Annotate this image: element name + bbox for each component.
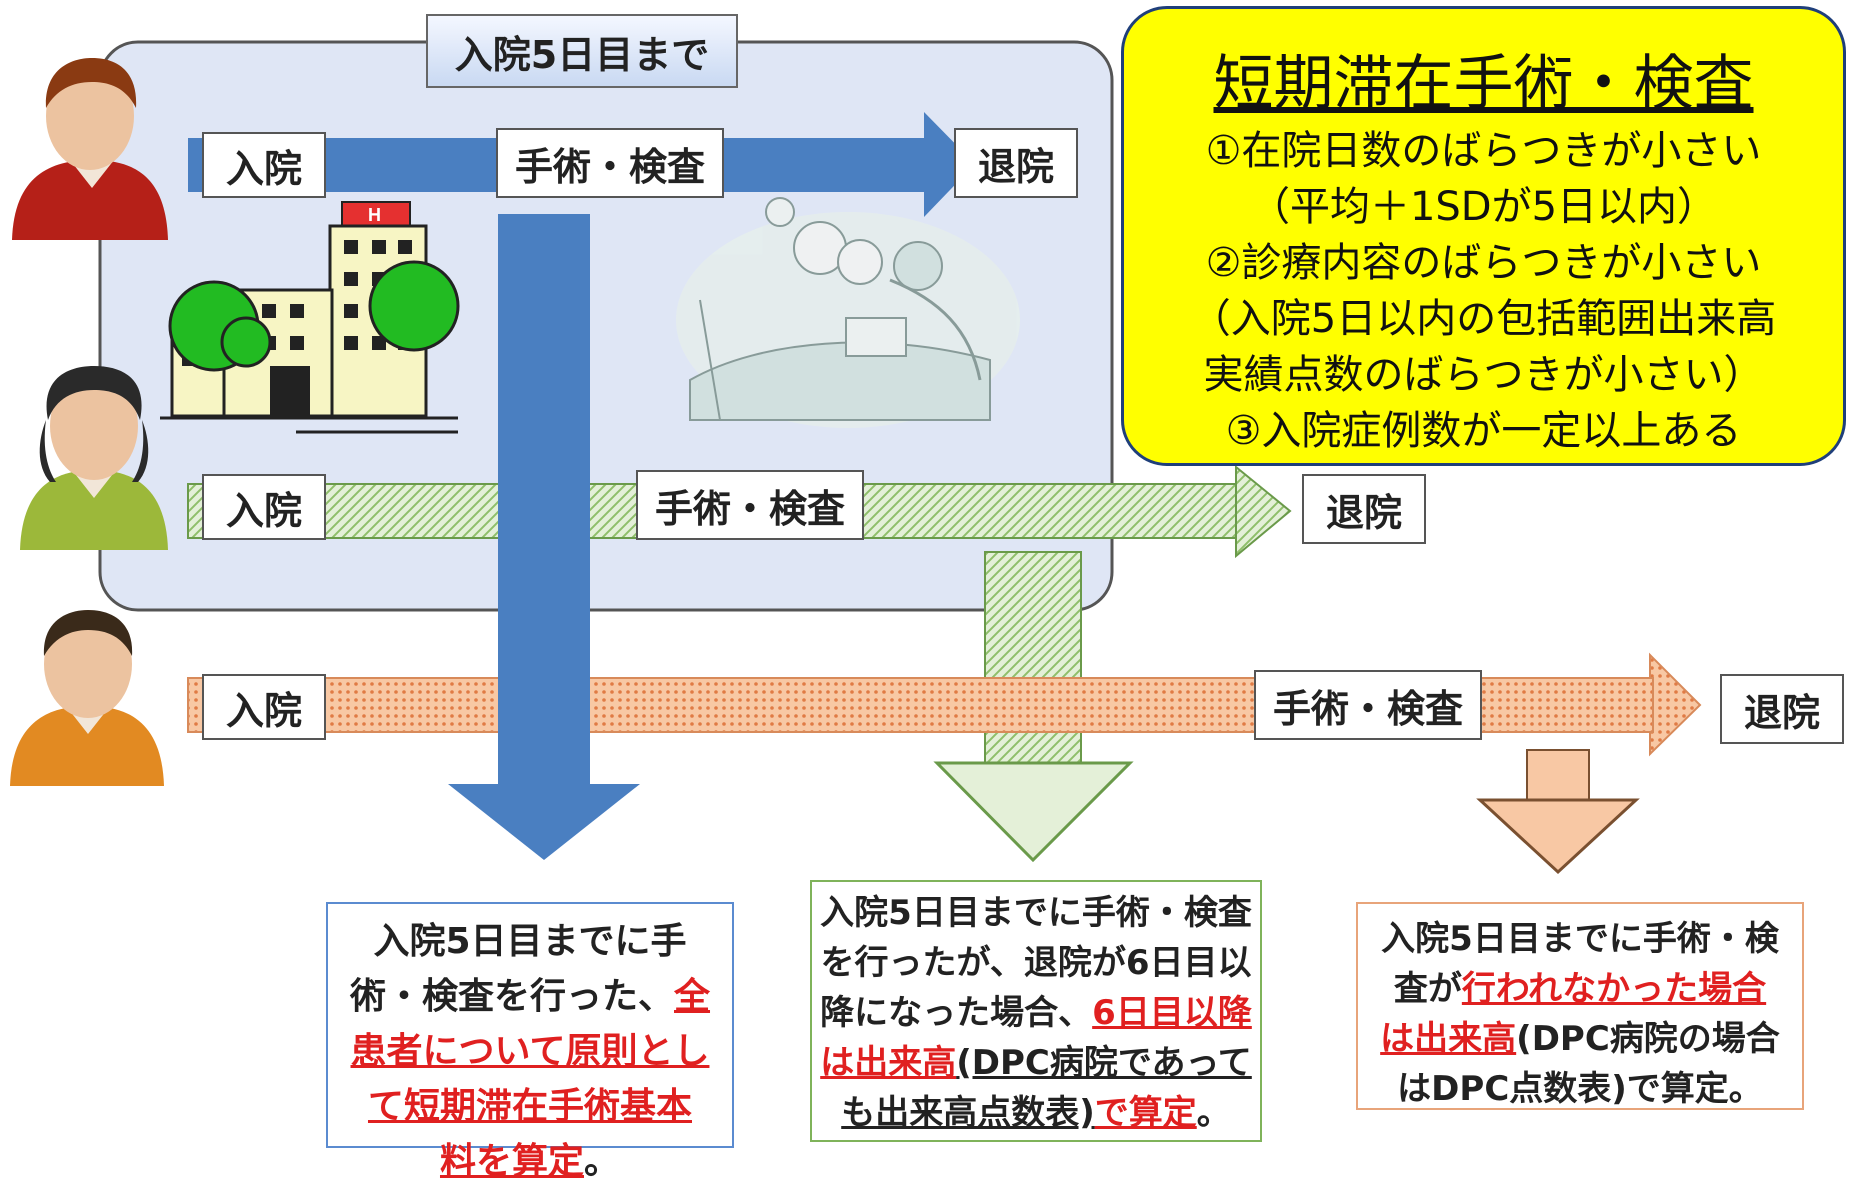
note-line: は出来高(DPC病院の場合 [1358, 1014, 1802, 1064]
criteria-line: （入院5日以内の包括範囲出来高 [1190, 296, 1777, 342]
row3-discharge-box: 退院 [1720, 674, 1844, 744]
period-label: 入院5日目まで [426, 14, 738, 88]
note-line: 術・検査を行った、全 [328, 969, 732, 1024]
note-line: は出来高(DPC病院であって [812, 1038, 1260, 1088]
note-line: て短期滞在手術基本 [328, 1079, 732, 1134]
blue-drop-arrow [498, 214, 590, 786]
note-line: 患者について原則とし [328, 1024, 732, 1079]
note-line: 入院5日目までに手 [373, 921, 687, 962]
green-drop-arrow [984, 551, 1082, 767]
criteria-callout: 短期滞在手術・検査 ①在院日数のばらつきが小さい （平均＋1SDが5日以内） ②… [1121, 6, 1846, 466]
patient-avatar-3 [10, 610, 164, 786]
note-blue: 入院5日目までに手 術・検査を行った、全 患者について原則とし て短期滞在手術基… [326, 902, 734, 1182]
note-underlined: も出来高点数表) [841, 1093, 1095, 1133]
note-highlight: 6日目以降 [1092, 993, 1252, 1033]
criteria-line: ②診療内容のばらつきが小さい [1205, 240, 1762, 286]
note-text: (DPC病院の場合 [1516, 1019, 1780, 1059]
hospital-icon: H [160, 201, 460, 434]
orange-down-arrowhead [1476, 798, 1640, 875]
note-line: はDPC点数表)で算定。 [1397, 1069, 1763, 1109]
blue-flow-arrowhead [924, 112, 975, 217]
note-line: 査が行われなかった場合 [1358, 964, 1802, 1014]
green-flow-arrowhead [1235, 464, 1292, 559]
orange-drop-arrow [1526, 749, 1590, 803]
criteria-title: 短期滞在手術・検査 [1213, 49, 1754, 119]
row3-admit-box: 入院 [202, 674, 326, 740]
note-highlight: 行われなかった場合 [1461, 969, 1767, 1009]
note-highlight: 患者について原則とし [350, 1031, 710, 1072]
note-highlight: は出来高 [820, 1043, 957, 1083]
note-line: も出来高点数表)で算定。 [812, 1088, 1260, 1138]
patient-avatar-2 [20, 366, 168, 550]
row1-admit-box: 入院 [202, 132, 326, 198]
note-line: 料を算定。 [328, 1134, 732, 1189]
criteria-line: 実績点数のばらつきが小さい） [1203, 352, 1764, 398]
criteria-line: ①在院日数のばらつきが小さい [1205, 128, 1762, 174]
note-highlight: 料を算定 [439, 1141, 584, 1182]
note-green: 入院5日目までに手術・検査 を行ったが、退院が6日目以 降になった場合、6日目以… [810, 880, 1262, 1142]
note-underlined: (DPC病院であって [956, 1043, 1252, 1083]
patient-avatar-1 [12, 58, 168, 240]
surgery-illustration [676, 197, 1020, 428]
row2-procedure-box: 手術・検査 [636, 470, 864, 540]
note-line: 入院5日目までに手術・検 [1381, 919, 1779, 959]
note-line: を行ったが、退院が6日目以 [820, 943, 1252, 983]
note-line: 降になった場合、6日目以降 [812, 988, 1260, 1038]
row2-admit-box: 入院 [202, 474, 326, 540]
note-text: 査が [1393, 969, 1462, 1009]
note-highlight: で算定 [1094, 1093, 1197, 1133]
flow-diagram: H [10, 40, 1702, 875]
note-highlight: 全 [674, 976, 711, 1017]
row1-procedure-box: 手術・検査 [496, 128, 724, 198]
row2-discharge-box: 退院 [1302, 474, 1426, 544]
note-text: 降になった場合、 [820, 993, 1093, 1033]
note-orange: 入院5日目までに手術・検 査が行われなかった場合 は出来高(DPC病院の場合 は… [1356, 902, 1804, 1110]
green-down-arrowhead [933, 761, 1134, 863]
note-text: 。 [1196, 1093, 1231, 1133]
row1-discharge-box: 退院 [954, 128, 1078, 198]
blue-down-arrowhead [448, 784, 640, 860]
svg-text:H: H [368, 205, 381, 225]
note-highlight: は出来高 [1380, 1019, 1517, 1059]
criteria-line: ③入院症例数が一定以上ある [1225, 408, 1742, 454]
note-highlight: て短期滞在手術基本 [367, 1086, 692, 1127]
note-text: 。 [584, 1141, 621, 1182]
criteria-line: （平均＋1SDが5日以内） [1249, 184, 1718, 230]
row3-procedure-box: 手術・検査 [1254, 670, 1482, 740]
note-line: 入院5日目までに手術・検査 [820, 893, 1252, 933]
note-text: 術・検査を行った、 [349, 976, 674, 1017]
